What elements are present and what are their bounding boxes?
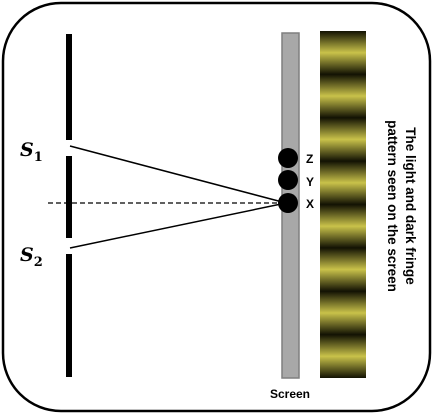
slit-2-letter: S — [20, 244, 34, 266]
ray-from-s2 — [69, 202, 287, 249]
pattern-caption-line-2: pattern seen on the screen — [385, 120, 400, 292]
fringe-pattern-strip — [320, 31, 366, 378]
point-z-dot — [278, 148, 298, 168]
slit-1-label: S1 — [20, 139, 43, 165]
point-y-dot — [278, 170, 298, 190]
point-x-label: X — [306, 197, 314, 211]
point-x-dot — [278, 193, 298, 213]
point-y-label: Y — [306, 175, 314, 189]
slit-2-subscript: 2 — [34, 255, 43, 270]
slit-1-subscript: 1 — [34, 150, 43, 165]
pattern-caption: pattern seen on the screen The light and… — [385, 120, 418, 292]
slit-1-letter: S — [20, 139, 34, 161]
ray-from-s1 — [69, 145, 287, 204]
pattern-caption-line-1: The light and dark fringe — [403, 127, 418, 285]
point-z-label: Z — [306, 152, 313, 166]
slit-2-label: S2 — [20, 244, 43, 270]
screen-label: Screen — [270, 387, 310, 401]
